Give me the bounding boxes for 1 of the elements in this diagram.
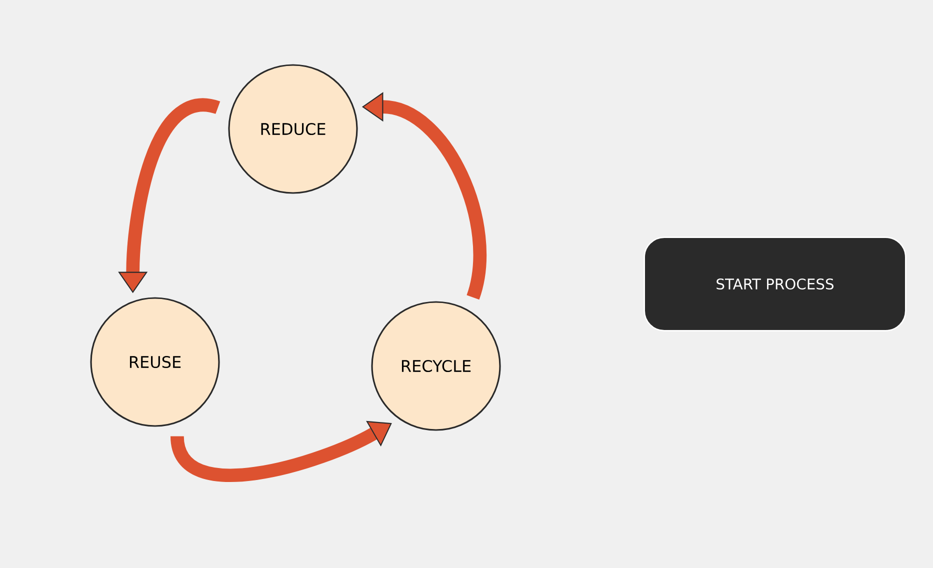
start-button: START PROCESS — [644, 236, 906, 332]
